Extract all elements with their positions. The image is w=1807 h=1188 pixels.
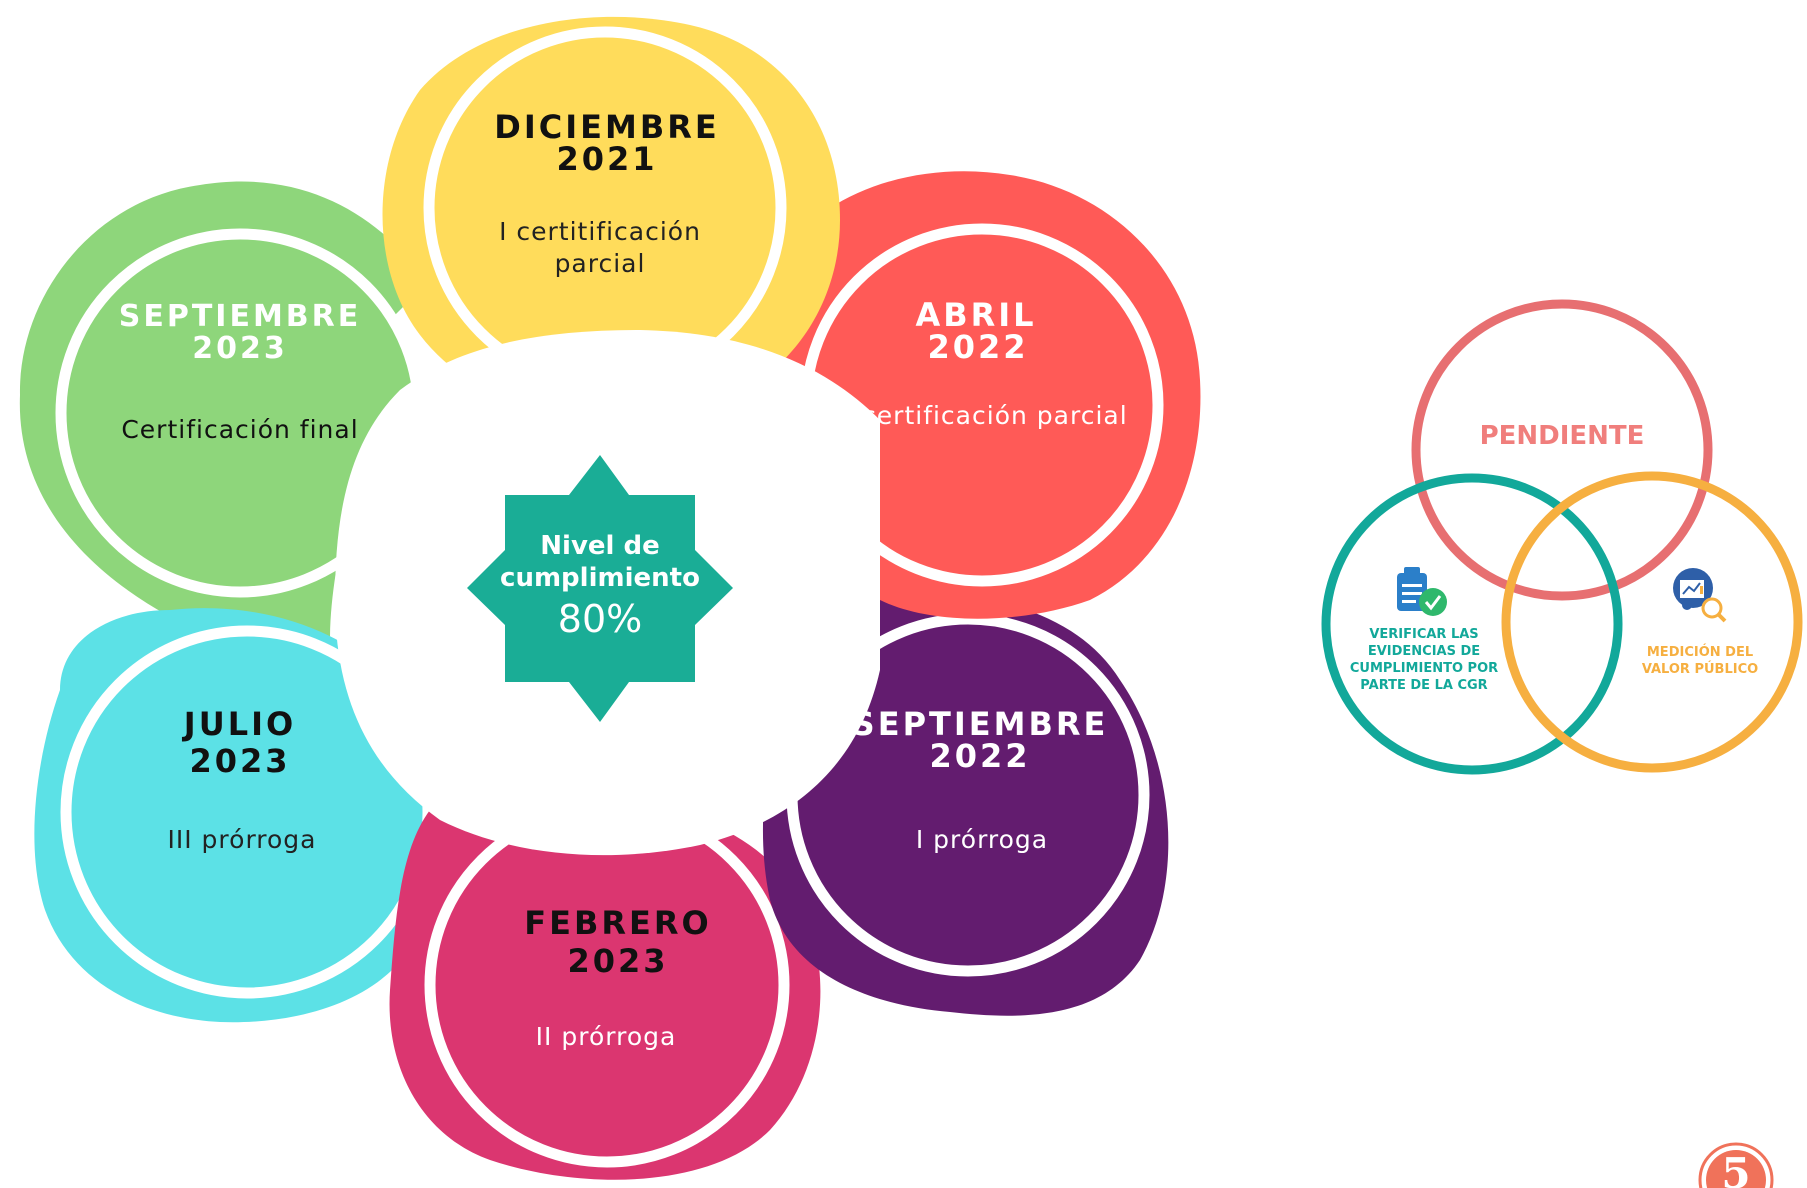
venn-circle-medicion	[1501, 471, 1803, 773]
milestone-sep2023-month: SEPTIEMBRE	[119, 299, 362, 334]
page-badge: 5	[1698, 1142, 1774, 1188]
svg-text:SEPTIEMBRE: SEPTIEMBRE	[119, 299, 362, 334]
svg-text:Nivel de: Nivel de	[540, 531, 659, 561]
milestone-sep2022-month: SEPTIEMBRE	[852, 705, 1109, 743]
milestone-feb2023-year: 2023	[567, 942, 668, 980]
svg-text:DICIEMBRE: DICIEMBRE	[494, 108, 719, 146]
svg-text:JULIO: JULIO	[182, 705, 296, 743]
venn-circle-verificar	[1321, 473, 1623, 775]
milestone-abr2022: ABRIL 2022 II certificación parcial	[769, 171, 1201, 619]
milestone-jul2023-desc: III prórroga	[167, 825, 316, 854]
svg-text:CUMPLIMIENTO POR: CUMPLIMIENTO POR	[1350, 661, 1498, 676]
milestone-dic2021-desc-line2: parcial	[555, 249, 646, 278]
venn-label-verificar-1: VERIFICAR LAS	[1369, 627, 1478, 642]
milestone-feb2023-month: FEBRERO	[524, 904, 711, 942]
milestone-abr2022-year: 2022	[927, 328, 1028, 366]
venn-label-medicion-2: VALOR PÚBLICO	[1642, 661, 1758, 677]
venn-label-pendiente: PENDIENTE	[1480, 421, 1645, 451]
venn-label-medicion-1: MEDICIÓN DEL	[1647, 644, 1753, 660]
analytics-magnifier-icon	[1673, 568, 1727, 623]
milestone-dic2021-desc-line1: I certitificación	[499, 217, 701, 246]
svg-text:I certitificación: I certitificación	[499, 217, 701, 246]
milestone-jul2023-circle	[60, 625, 434, 999]
venn-label-verificar-2: EVIDENCIAS DE	[1368, 644, 1480, 659]
milestone-sep2023-desc: Certificación final	[121, 415, 358, 444]
svg-text:2021: 2021	[556, 140, 657, 178]
milestone-abr2022-month: ABRIL	[915, 296, 1036, 334]
svg-text:II prórroga: II prórroga	[536, 1022, 677, 1051]
milestone-feb2023: FEBRERO 2023 II prórroga	[389, 795, 821, 1180]
svg-text:FEBRERO: FEBRERO	[524, 904, 711, 942]
milestone-sep2022: SEPTIEMBRE 2022 I prórroga	[762, 590, 1169, 1016]
milestone-jul2023-month: JULIO	[182, 705, 296, 743]
svg-text:EVIDENCIAS DE: EVIDENCIAS DE	[1368, 644, 1480, 659]
venn-diagram: PENDIENTE VERIFICAR LAS EVIDENCIAS DE CU…	[1321, 299, 1803, 775]
svg-text:PENDIENTE: PENDIENTE	[1480, 421, 1645, 451]
milestone-jul2023-year: 2023	[189, 742, 290, 780]
svg-text:2023: 2023	[567, 942, 668, 980]
venn-label-verificar-3: CUMPLIMIENTO POR	[1350, 661, 1498, 676]
milestone-abr2022-desc: II certificación parcial	[836, 401, 1127, 430]
svg-text:SEPTIEMBRE: SEPTIEMBRE	[852, 705, 1109, 743]
svg-text:VALOR PÚBLICO: VALOR PÚBLICO	[1642, 661, 1758, 677]
milestone-sep2022-desc: I prórroga	[916, 825, 1048, 854]
svg-text:80%: 80%	[558, 597, 642, 641]
center-star-shape	[467, 455, 733, 722]
milestone-sep2022-year: 2022	[929, 737, 1030, 775]
svg-text:MEDICIÓN DEL: MEDICIÓN DEL	[1647, 644, 1753, 660]
milestone-sep2023: SEPTIEMBRE 2023 Certificación final	[19, 181, 425, 640]
milestone-sep2023-year: 2023	[192, 331, 288, 366]
svg-text:2023: 2023	[189, 742, 290, 780]
milestone-feb2023-circle	[424, 802, 790, 1168]
venn-circle-pendiente	[1411, 299, 1713, 601]
svg-text:III prórroga: III prórroga	[167, 825, 316, 854]
svg-text:ABRIL: ABRIL	[915, 296, 1036, 334]
page-badge-number: 5	[1721, 1149, 1750, 1188]
center-label-line1: Nivel de	[540, 531, 659, 561]
svg-text:2022: 2022	[927, 328, 1028, 366]
center-star: Nivel de cumplimiento 80%	[467, 455, 733, 722]
svg-text:VERIFICAR LAS: VERIFICAR LAS	[1369, 627, 1478, 642]
svg-text:2022: 2022	[929, 737, 1030, 775]
svg-text:PARTE DE LA CGR: PARTE DE LA CGR	[1360, 678, 1487, 693]
clipboard-check-icon	[1397, 567, 1447, 616]
svg-text:cumplimiento: cumplimiento	[500, 563, 700, 593]
milestone-dic2021-month: DICIEMBRE	[494, 108, 719, 146]
svg-text:parcial: parcial	[555, 249, 646, 278]
svg-text:5: 5	[1721, 1149, 1750, 1188]
center-label-line2: cumplimiento	[500, 563, 700, 593]
milestone-feb2023-desc: II prórroga	[536, 1022, 677, 1051]
svg-text:Certificación final: Certificación final	[121, 415, 358, 444]
venn-label-verificar-4: PARTE DE LA CGR	[1360, 678, 1487, 693]
svg-text:2023: 2023	[192, 331, 288, 366]
svg-text:II certificación parcial: II certificación parcial	[836, 401, 1127, 430]
center-value: 80%	[558, 597, 642, 641]
milestone-dic2021: DICIEMBRE 2021 I certitificación parcial	[382, 16, 840, 422]
milestone-jul2023: JULIO 2023 III prórroga	[34, 608, 438, 1023]
svg-text:I prórroga: I prórroga	[916, 825, 1048, 854]
milestone-dic2021-year: 2021	[556, 140, 657, 178]
